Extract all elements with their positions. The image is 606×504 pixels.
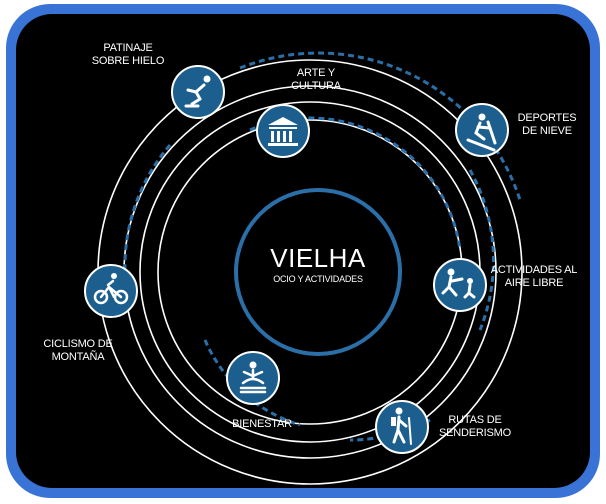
- node-actividades-circle: [433, 258, 487, 312]
- label-ciclismo-line1: CICLISMO DE: [43, 338, 113, 350]
- node-rutas[interactable]: [375, 400, 429, 454]
- label-patinaje: PATINAJE SOBRE HIELO: [80, 42, 176, 68]
- center-circle: [234, 188, 402, 356]
- wellness-icon: [239, 361, 267, 394]
- skiing-icon: [466, 113, 497, 152]
- node-ciclismo[interactable]: [84, 264, 138, 318]
- label-actividades-line1: ACTIVIDADES AL: [490, 264, 578, 276]
- label-patinaje-line2: SOBRE HIELO: [91, 55, 165, 67]
- node-rutas-circle: [375, 400, 429, 454]
- node-actividades[interactable]: [433, 258, 487, 312]
- label-arte: ARTE Y CULTURA: [286, 67, 346, 93]
- label-bienestar: BIENESTAR: [222, 418, 302, 431]
- node-deportes[interactable]: [455, 103, 509, 157]
- label-ciclismo: CICLISMO DE MONTAÑA: [34, 338, 122, 364]
- label-deportes-line1: DEPORTES: [517, 112, 577, 124]
- museum-icon: [268, 117, 298, 146]
- label-actividades: ACTIVIDADES AL AIRE LIBRE: [486, 264, 582, 290]
- label-arte-line1: ARTE Y: [296, 67, 336, 79]
- center-subtitle: OCIO Y ACTIVIDADES: [273, 274, 363, 284]
- hiking-icon: [391, 407, 412, 445]
- label-deportes: DEPORTES DE NIEVE: [512, 112, 582, 138]
- orbit-dash-right: [468, 169, 495, 331]
- label-actividades-line2: AIRE LIBRE: [504, 277, 564, 289]
- orbit-dash-top: [239, 51, 522, 201]
- label-patinaje-line1: PATINAJE: [103, 42, 153, 54]
- center-title: VIELHA: [270, 243, 366, 273]
- node-patinaje[interactable]: [171, 65, 225, 119]
- label-ciclismo-line2: MONTAÑA: [51, 351, 105, 363]
- mountain-bike-icon: [93, 273, 129, 305]
- label-rutas-line2: SENDERISMO: [439, 427, 511, 439]
- ice-skating-icon: [184, 75, 211, 108]
- outdoor-activities-icon: [441, 268, 476, 299]
- node-bienestar[interactable]: [226, 351, 280, 405]
- label-arte-line2: CULTURA: [291, 80, 341, 92]
- label-rutas-line1: RUTAS DE: [448, 414, 502, 426]
- label-deportes-line2: DE NIEVE: [522, 125, 572, 137]
- label-rutas: RUTAS DE SENDERISMO: [430, 414, 520, 440]
- node-arte[interactable]: [256, 104, 310, 158]
- label-bienestar-line1: BIENESTAR: [232, 418, 292, 430]
- node-deportes-circle: [455, 103, 509, 157]
